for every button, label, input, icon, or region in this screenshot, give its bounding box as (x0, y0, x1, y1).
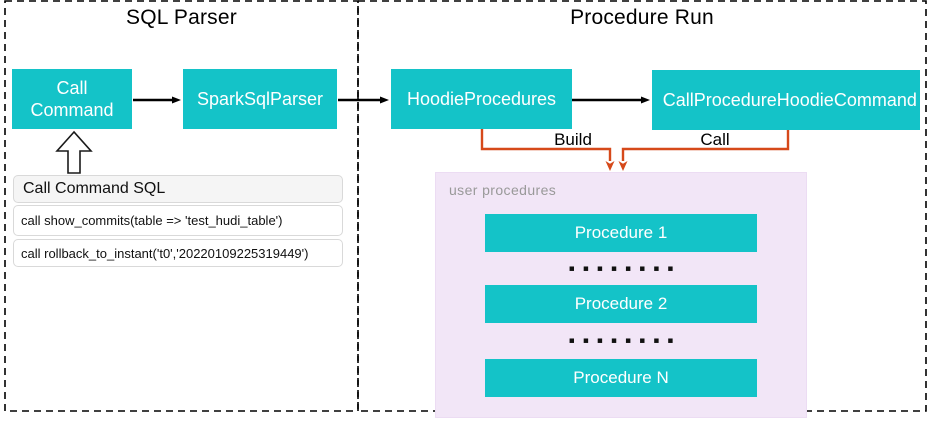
call-label: Call (700, 130, 730, 149)
call-procedure-hoodie-command-label: CallProcedureHoodieCommand (662, 89, 917, 110)
sql-panel-header: Call Command SQL (13, 175, 343, 203)
hoodie-procedures-node: HoodieProcedures (391, 69, 572, 129)
dots-separator: ▪▪▪▪▪▪▪▪ (568, 264, 682, 274)
build-label: Build (554, 130, 592, 149)
user-procedures-panel: user procedures Procedure 1 ▪▪▪▪▪▪▪▪ Pro… (435, 172, 807, 418)
call-command-label: Call Command (30, 77, 114, 121)
procedure-run-title: Procedure Run (570, 6, 714, 29)
sql-row-show-commits: call show_commits(table => 'test_hudi_ta… (13, 205, 343, 236)
up-arrow-icon (55, 130, 93, 174)
call-procedure-hoodie-command-node: CallProcedureHoodieCommand (652, 70, 920, 130)
sql-row-text: call rollback_to_instant('t0','202201092… (21, 245, 309, 261)
procedure-2-node: Procedure 2 (485, 285, 757, 323)
sql-parser-title: SQL Parser (126, 6, 237, 29)
build-connector (480, 129, 615, 171)
dots-separator: ▪▪▪▪▪▪▪▪ (568, 336, 682, 346)
call-command-node: Call Command (12, 69, 132, 129)
procedure-n-node: Procedure N (485, 359, 757, 397)
procedure-1-node: Procedure 1 (485, 214, 757, 252)
sql-row-text: call show_commits(table => 'test_hudi_ta… (21, 213, 283, 228)
sql-row-rollback: call rollback_to_instant('t0','202201092… (13, 239, 343, 267)
spark-sql-parser-label: SparkSqlParser (196, 88, 324, 109)
user-procedures-label: user procedures (449, 182, 557, 198)
spark-sql-parser-node: SparkSqlParser (183, 69, 337, 129)
call-connector (618, 130, 790, 171)
hoodie-procedures-label: HoodieProcedures (406, 88, 557, 109)
sql-parser-section-frame (4, 0, 359, 412)
